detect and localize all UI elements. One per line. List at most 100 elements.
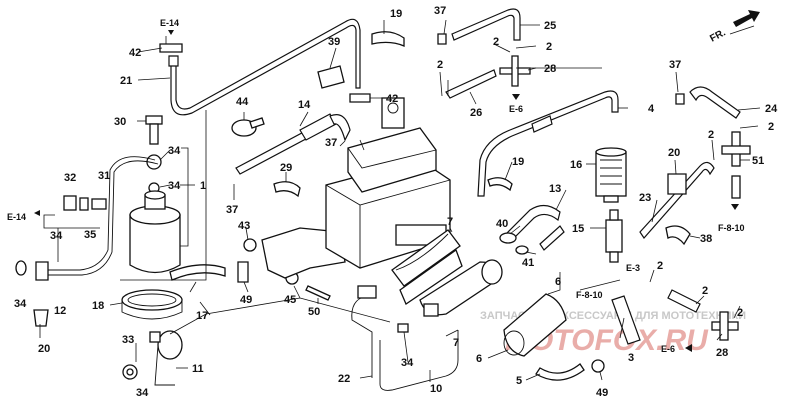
inline-filter-15 <box>605 209 623 263</box>
callout-37: 37 <box>325 137 337 149</box>
fuel-filter <box>129 190 181 274</box>
ref-f810-center: F-8-10 <box>576 290 603 300</box>
direction-label: FR. <box>708 27 728 44</box>
callout-42: 42 <box>386 93 398 105</box>
callout-25: 25 <box>544 20 556 32</box>
bolt-30 <box>145 115 163 145</box>
callout-6: 6 <box>555 276 561 288</box>
callout-6: 6 <box>476 353 482 365</box>
callout-37: 37 <box>434 5 446 17</box>
banjo-bolt-32 <box>63 195 77 211</box>
grommet-43 <box>243 238 257 252</box>
callout-37: 37 <box>226 204 238 216</box>
fuel-pump-unit <box>325 97 451 269</box>
callout-7: 7 <box>447 216 453 228</box>
clamp-39 <box>317 65 345 89</box>
ref-e3: E-3 <box>626 263 640 273</box>
fuel-pump-7 <box>391 229 503 317</box>
callout-38: 38 <box>700 233 712 245</box>
band-17 <box>169 264 226 281</box>
clip-20-left <box>33 309 49 327</box>
callout-49: 49 <box>596 387 608 399</box>
reference-labels: E-14 E-14 E-6 E-6 E-3 F-8-10 F-8-10 <box>7 18 745 354</box>
callout-3: 3 <box>628 352 634 364</box>
clip-42-top <box>159 43 183 53</box>
leader-lines <box>39 19 761 382</box>
wire-harness-22 <box>351 295 373 378</box>
callout-22: 22 <box>338 373 350 385</box>
washer-35 <box>79 197 89 211</box>
clip-19-mid <box>487 177 513 192</box>
clamp-34-left <box>15 260 27 276</box>
hose-lower-right <box>667 289 701 313</box>
callout-2: 2 <box>493 36 499 48</box>
hose-joint-12 <box>35 261 49 281</box>
clip-40 <box>499 232 517 244</box>
callout-34: 34 <box>50 230 63 242</box>
callout-44: 44 <box>236 96 249 108</box>
callout-34: 34 <box>168 180 181 192</box>
callout-10: 10 <box>430 383 442 395</box>
callout-45: 45 <box>284 294 296 306</box>
callout-18: 18 <box>92 300 104 312</box>
clip-29 <box>273 181 301 198</box>
callout-labels: 1 2 2 2 2 2 2 2 2 3 4 5 6 6 7 7 10 11 12… <box>14 5 778 399</box>
parts-drawing <box>15 8 751 391</box>
callout-28: 28 <box>716 347 728 359</box>
arrow-down-icon <box>731 204 739 210</box>
bolt-49-bottom <box>591 359 605 373</box>
arrow-left-icon <box>685 344 692 352</box>
fitting-31 <box>91 198 107 210</box>
hose-23 <box>639 161 715 239</box>
callout-2: 2 <box>657 260 663 272</box>
bolt-50 <box>305 285 331 301</box>
clip-20-right <box>667 173 687 195</box>
callout-2: 2 <box>768 121 774 133</box>
callout-21: 21 <box>120 75 132 87</box>
hose-13b <box>539 225 565 251</box>
connector-22 <box>357 285 377 299</box>
callout-12: 12 <box>54 305 66 317</box>
arrow-down-icon <box>512 94 520 100</box>
ref-f810-right: F-8-10 <box>718 223 745 233</box>
callout-17: 17 <box>196 310 208 322</box>
clip-42-mid <box>349 93 371 103</box>
callout-37: 37 <box>669 59 681 71</box>
wire-harness-10 <box>379 330 459 391</box>
callout-16: 16 <box>570 159 582 171</box>
t-joint-28-top <box>499 55 531 87</box>
strainer-16 <box>595 147 627 203</box>
callout-34: 34 <box>14 298 27 310</box>
hose-24 <box>689 86 741 119</box>
arrow-left-icon <box>34 210 40 216</box>
callout-19: 19 <box>512 156 524 168</box>
callout-34: 34 <box>168 145 181 157</box>
callout-39: 39 <box>328 36 340 48</box>
callout-49: 49 <box>240 294 252 306</box>
fuel-pipe-12b <box>44 160 159 276</box>
hose-4-joint <box>531 115 553 133</box>
ref-e14-left: E-14 <box>7 212 26 222</box>
hose-21-end <box>168 55 179 67</box>
ref-e14-top: E-14 <box>160 18 179 28</box>
fuel-hose-21 <box>170 18 361 116</box>
callout-34: 34 <box>136 387 149 399</box>
stay-bracket <box>261 227 346 279</box>
mounting-ring-18 <box>121 289 183 320</box>
callout-29: 29 <box>280 162 292 174</box>
callout-7: 7 <box>453 337 459 349</box>
callout-35: 35 <box>84 229 96 241</box>
clamp-44 <box>231 117 265 137</box>
callout-15: 15 <box>572 223 584 235</box>
hose-13 <box>503 204 561 243</box>
callout-2: 2 <box>437 59 443 71</box>
callout-2: 2 <box>546 41 552 53</box>
callout-13: 13 <box>549 183 561 195</box>
ref-e6-bottom: E-6 <box>661 344 675 354</box>
callout-30: 30 <box>114 116 126 128</box>
bolt-49 <box>237 261 249 283</box>
callout-50: 50 <box>308 306 320 318</box>
ref-e6-top: E-6 <box>509 104 523 114</box>
callout-14: 14 <box>298 99 311 111</box>
